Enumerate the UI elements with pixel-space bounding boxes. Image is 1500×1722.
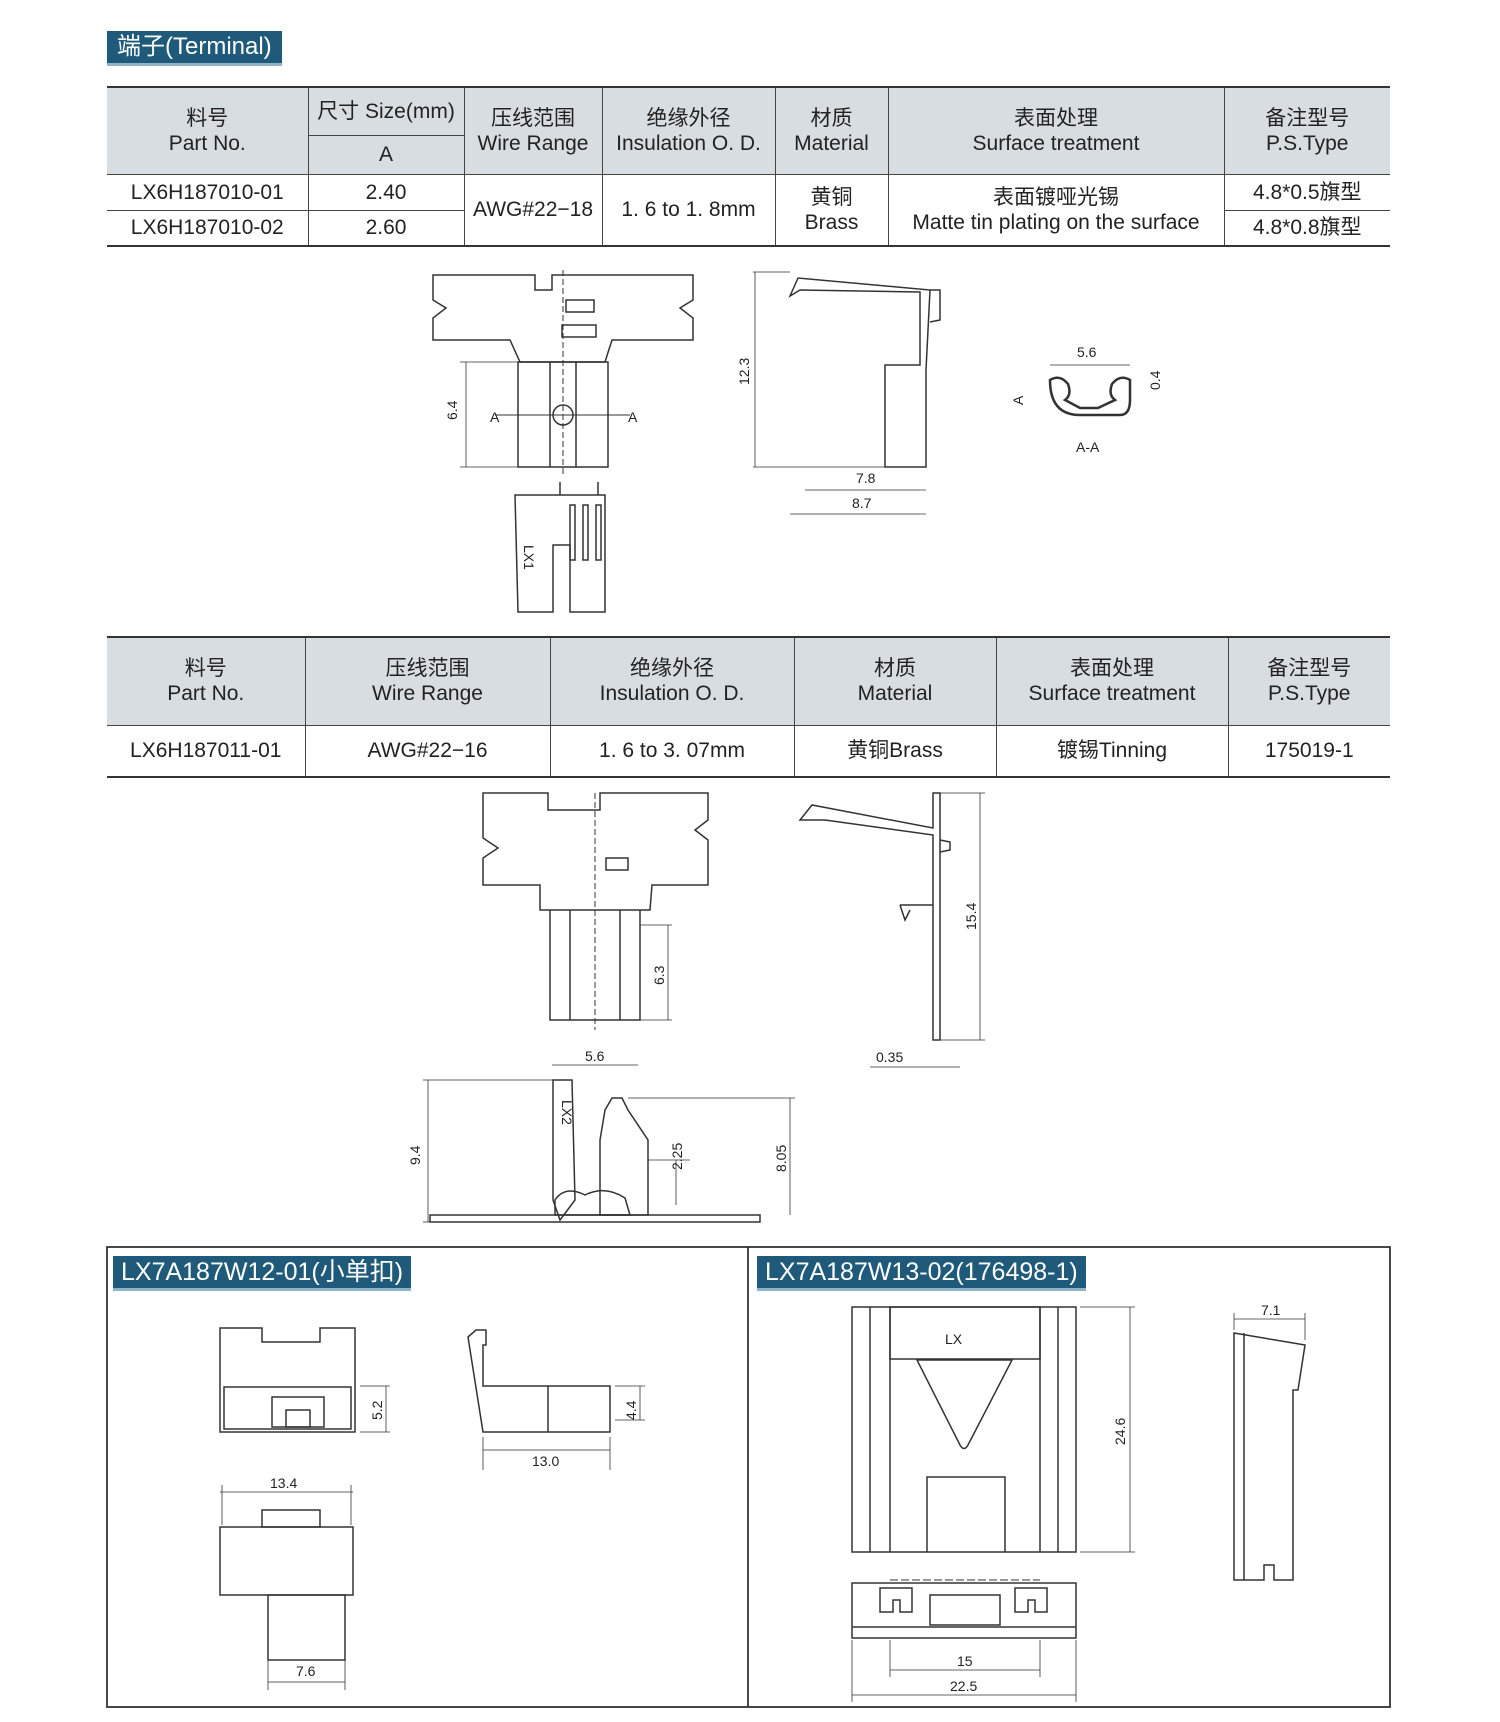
panel-left-title: LX7A187W12-01(小单扣) <box>113 1256 412 1291</box>
dim-8-05: 8.05 <box>773 1145 789 1172</box>
dim-8-7: 8.7 <box>852 495 872 511</box>
terminal-1-side-view <box>753 271 941 515</box>
housing-w13-front <box>851 1306 1135 1553</box>
terminal-2-top-view <box>482 792 709 1066</box>
section-a-a-label: A-A <box>1076 439 1100 455</box>
section-a-mark: A <box>1010 395 1026 405</box>
housing-w12-front <box>219 1327 390 1433</box>
housing-w13-bottom <box>851 1579 1077 1702</box>
dim-2-25: 2.25 <box>669 1143 685 1170</box>
housing-w12-side <box>467 1329 645 1470</box>
dim-15-4: 15.4 <box>963 903 979 930</box>
label-lx1: LX1 <box>521 545 537 570</box>
label-lx2: LX2 <box>559 1100 575 1125</box>
dim-7-8: 7.8 <box>856 470 876 486</box>
dim-5-2: 5.2 <box>369 1400 385 1420</box>
housing-w12-top <box>219 1485 354 1690</box>
section-a-left: A <box>490 409 500 425</box>
table-row-size: 2.40 <box>307 173 465 211</box>
table-row-ps: 175019-1 <box>1227 724 1390 778</box>
table-row-ps: 4.8*0.8旗型 <box>1223 209 1390 247</box>
table-row-part: LX6H187011-01 <box>107 724 306 778</box>
terminal-2-front-view <box>423 1079 795 1223</box>
wire-range-cell: AWG#22−18 <box>463 173 603 247</box>
dim-0-4: 0.4 <box>1147 370 1163 390</box>
dim-7-6: 7.6 <box>296 1663 316 1679</box>
table-row-part: LX6H187010-02 <box>107 209 309 247</box>
dim-13-0: 13.0 <box>532 1453 559 1469</box>
header-size-a: A <box>308 134 464 175</box>
housing-w13-side <box>1233 1313 1306 1581</box>
dim-7-1: 7.1 <box>1261 1302 1281 1318</box>
dim-13-4: 13.4 <box>270 1475 297 1491</box>
terminal-1-blank <box>514 482 606 613</box>
insulation-cell: 1. 6 to 1. 8mm <box>601 173 776 247</box>
section-title: 端子(Terminal) <box>107 31 282 66</box>
dim-24-6: 24.6 <box>1112 1418 1128 1445</box>
dim-9-4: 9.4 <box>407 1145 423 1165</box>
dim-6-3: 6.3 <box>651 965 667 985</box>
header-size: 尺寸 Size(mm) <box>307 86 465 136</box>
table-row-material: 黄铜Brass <box>793 724 997 778</box>
panel-right-title: LX7A187W13-02(176498-1) <box>757 1256 1086 1291</box>
section-a-a <box>1048 364 1132 417</box>
table-row-wire: AWG#22−16 <box>304 724 551 778</box>
dim-15: 15 <box>957 1653 973 1669</box>
dim-12-3: 12.3 <box>736 358 752 385</box>
section-a-right: A <box>628 409 638 425</box>
table-row-insulation: 1. 6 to 3. 07mm <box>549 724 795 778</box>
dim-4-4: 4.4 <box>623 1400 639 1420</box>
table-row-size: 2.60 <box>307 209 465 247</box>
dim-6-4: 6.4 <box>444 400 460 420</box>
table-row-surface: 镀锡Tinning <box>995 724 1229 778</box>
dim-5-6-b: 5.6 <box>585 1048 605 1064</box>
dim-0-35: 0.35 <box>876 1049 903 1065</box>
table-row-part: LX6H187010-01 <box>107 173 309 211</box>
dim-22-5: 22.5 <box>950 1678 977 1694</box>
terminal-2-side-view <box>798 792 985 1068</box>
label-lx: LX <box>945 1331 963 1347</box>
terminal-1-top-view <box>432 270 694 475</box>
dim-5-6: 5.6 <box>1077 344 1097 360</box>
table-row-ps: 4.8*0.5旗型 <box>1223 173 1390 211</box>
